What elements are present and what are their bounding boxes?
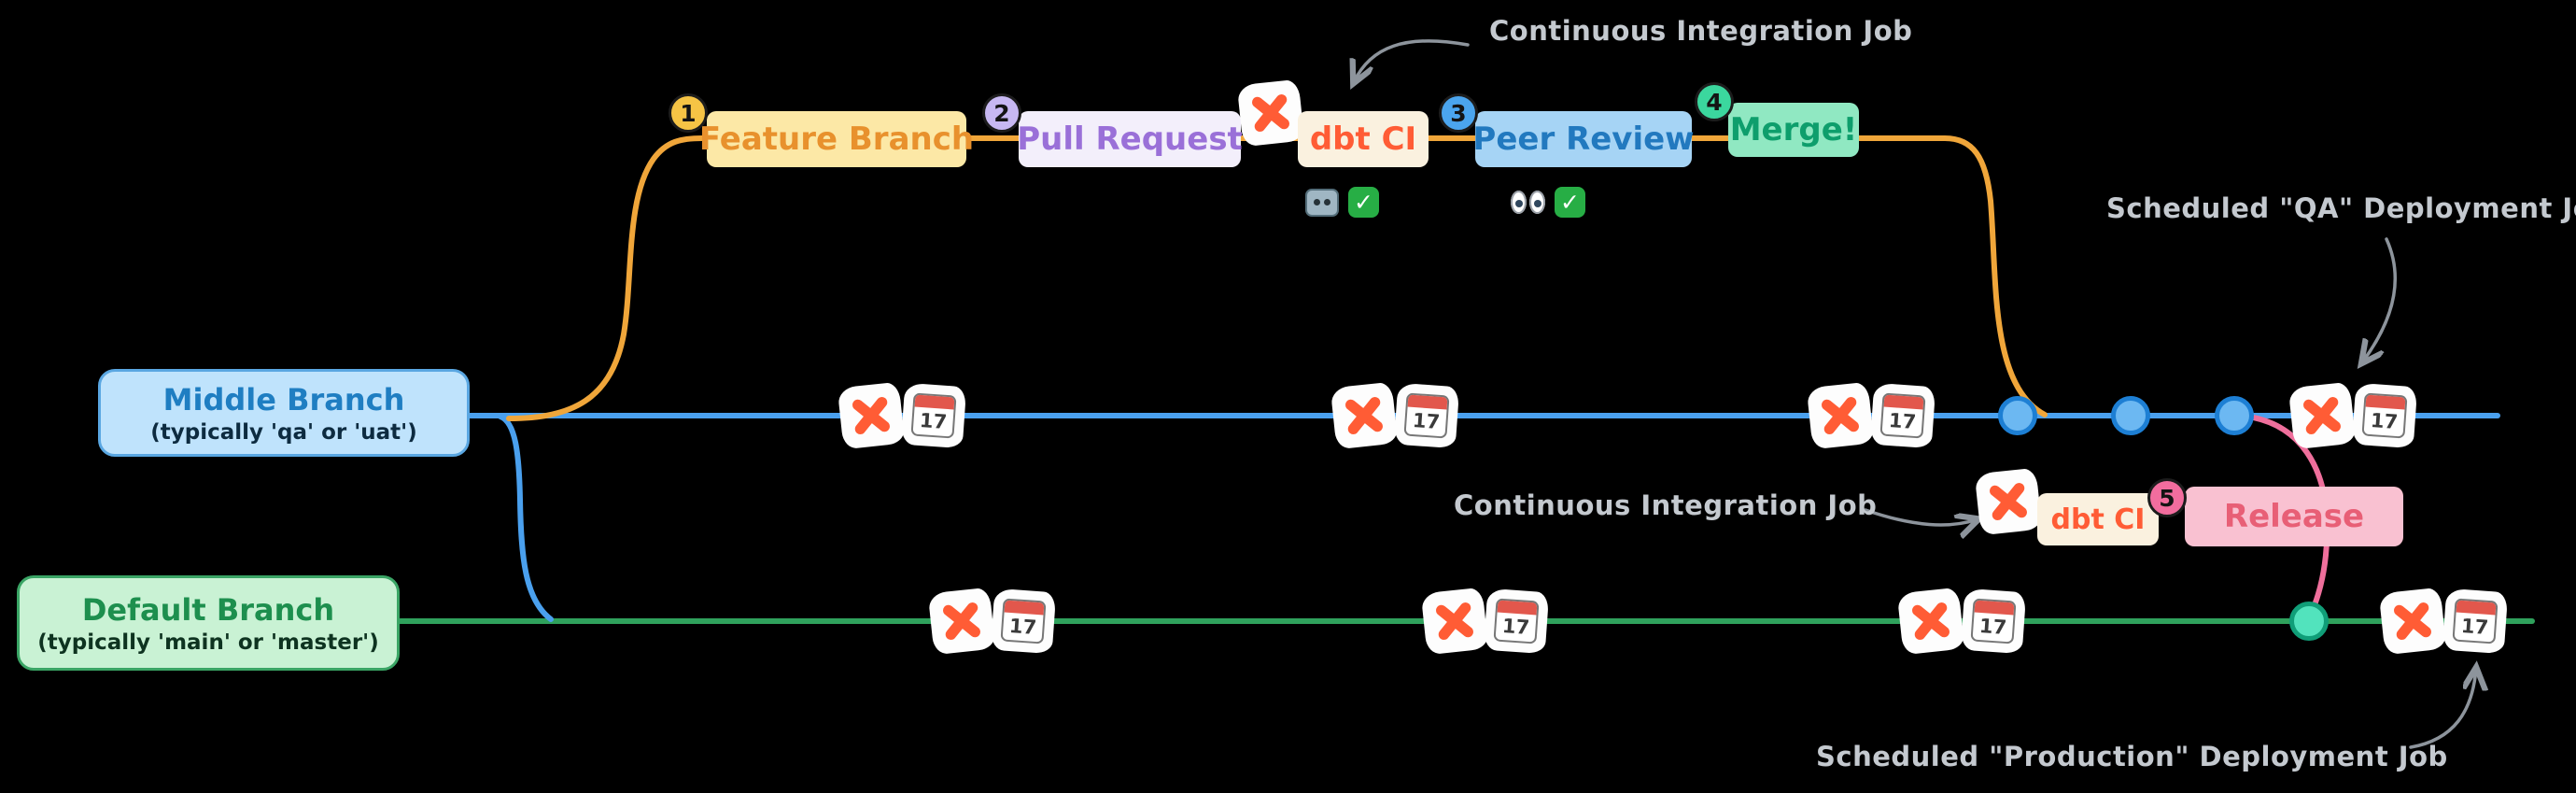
step-5-badge: 5	[2147, 478, 2187, 517]
dbt-logo-icon	[2303, 397, 2341, 434]
qa-deployment-annotation: Scheduled "QA" Deployment Job	[2106, 192, 2576, 224]
calendar-icon: 17	[2361, 392, 2408, 439]
dbt-job-sticker	[1420, 587, 1489, 656]
default-branch-label: Default Branch (typically 'main' or 'mas…	[17, 575, 400, 671]
feature-branch-step: Feature Branch	[699, 111, 974, 167]
schedule-sticker: 17	[900, 382, 967, 449]
calendar-icon: 17	[1403, 392, 1450, 439]
calendar-icon: 17	[1970, 598, 2017, 644]
middle-branch-subtitle: (typically 'qa' or 'uat')	[150, 419, 417, 445]
arrow-prod-deploy	[2409, 669, 2476, 749]
check-icon	[1348, 187, 1379, 218]
ci-job-annotation-release: Continuous Integration Job	[1454, 489, 1878, 521]
arrow-ci-top	[1354, 39, 1470, 82]
dbt-logo-icon	[943, 602, 980, 640]
middle-branch-title: Middle Branch	[162, 381, 405, 418]
release-step: Release	[2185, 487, 2403, 546]
commit-dot	[1998, 396, 2037, 435]
dbt-logo-icon	[1436, 602, 1473, 640]
calendar-icon: 17	[1493, 598, 1540, 644]
dbt-job-sticker-qa	[2287, 381, 2357, 450]
schedule-sticker-qa: 17	[2351, 382, 2418, 449]
production-deployment-annotation: Scheduled "Production" Deployment Job	[1816, 741, 2448, 772]
dbt-logo-icon	[1990, 483, 2027, 520]
schedule-sticker: 17	[1960, 588, 2027, 655]
schedule-sticker: 17	[1393, 382, 1460, 449]
dbt-job-sticker	[1330, 381, 1399, 450]
step-2-badge: 2	[982, 93, 1021, 133]
arrow-ci-release	[1864, 508, 1978, 525]
dbt-logo-icon	[1912, 602, 1950, 640]
ci-bot-status	[1305, 187, 1379, 218]
merge-step: Merge!	[1728, 103, 1859, 157]
dbt-job-sticker	[1896, 587, 1965, 656]
dbt-job-sticker-prod	[2378, 587, 2447, 656]
dbt-ci-sticker-release	[1974, 467, 2043, 536]
release-dbt-ci-step: dbt CI	[2037, 493, 2159, 545]
middle-branch-label: Middle Branch (typically 'qa' or 'uat')	[98, 369, 470, 457]
calendar-icon: 17	[1000, 598, 1047, 644]
schedule-sticker-prod: 17	[2442, 588, 2509, 655]
default-branch-subtitle: (typically 'main' or 'master')	[37, 630, 379, 655]
pull-request-step: Pull Request	[1017, 111, 1243, 167]
calendar-icon: 17	[910, 392, 957, 439]
schedule-sticker: 17	[1869, 382, 1936, 449]
peer-review-step: Peer Review	[1472, 111, 1695, 167]
dbt-logo-icon	[1252, 94, 1289, 132]
schedule-sticker: 17	[1483, 588, 1550, 655]
middle-branch-fork	[498, 414, 554, 622]
dbt-job-sticker	[1806, 381, 1875, 450]
dbt-job-sticker	[837, 381, 906, 450]
step-1-badge: 1	[669, 93, 708, 133]
calendar-icon: 17	[2452, 598, 2499, 644]
release-merge-commit-dot	[2289, 602, 2329, 641]
dbt-ci-step: dbt CI	[1298, 111, 1429, 167]
dbt-ci-sticker-top	[1236, 78, 1305, 148]
calendar-icon: 17	[1879, 392, 1926, 439]
check-icon	[1555, 187, 1585, 218]
schedule-sticker: 17	[990, 588, 1057, 655]
commit-dot	[2111, 396, 2150, 435]
feature-branch-line	[506, 135, 2048, 421]
step-3-badge: 3	[1439, 93, 1478, 133]
arrow-qa-deploy	[2362, 237, 2398, 362]
ci-job-annotation-top: Continuous Integration Job	[1489, 15, 1913, 47]
default-branch-title: Default Branch	[81, 591, 335, 628]
dbt-logo-icon	[1345, 397, 1383, 434]
dbt-logo-icon	[1822, 397, 1859, 434]
dbt-job-sticker	[927, 587, 996, 656]
dbt-logo-icon	[852, 397, 890, 434]
step-4-badge: 4	[1695, 82, 1734, 121]
commit-dot	[2215, 396, 2254, 435]
robot-icon	[1305, 188, 1339, 217]
dbt-logo-icon	[2394, 602, 2431, 640]
review-status	[1511, 187, 1585, 218]
eyes-icon	[1511, 191, 1545, 214]
